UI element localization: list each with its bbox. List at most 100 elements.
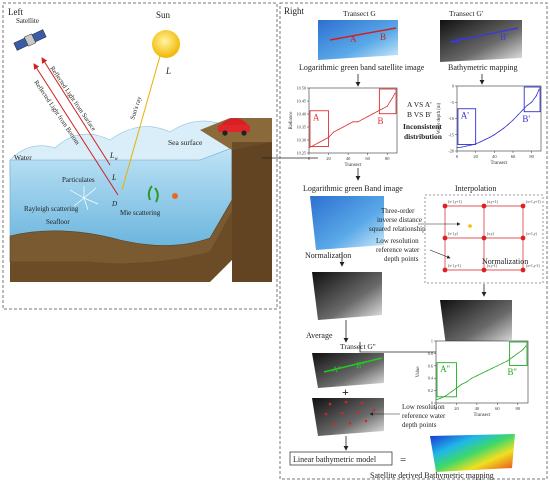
lowres-line3: depth points <box>384 255 419 263</box>
data-point <box>498 131 500 132</box>
grid-point <box>442 235 448 241</box>
y-tick-label: -10 <box>448 116 454 121</box>
sea-surface-label: Sea surface <box>168 138 203 147</box>
y-tick-label: 1 <box>431 339 433 344</box>
satellite-icon <box>13 29 47 51</box>
data-point <box>526 105 528 106</box>
y-tick-label: 0.2 <box>428 388 433 393</box>
idw-line2: inverse distance <box>377 216 422 224</box>
sun-ray-label: Sun's ray <box>129 95 143 120</box>
highlight-A <box>309 110 330 147</box>
y-tick-label: 10.25 <box>297 151 306 156</box>
highlight-B <box>378 88 397 115</box>
x-tick-label: 60 <box>511 154 516 159</box>
reflected-surface-label: Reflected Light from Surface <box>48 65 97 132</box>
interp-box <box>424 194 544 284</box>
y-tick-label: -15 <box>448 132 454 137</box>
grid-point-label: (x-1,y+1) <box>448 200 463 205</box>
grid-point-label: (x-1,y) <box>448 232 459 237</box>
data-point <box>313 144 315 146</box>
data-point <box>525 345 527 347</box>
data-point <box>456 147 458 149</box>
grid-point-label: (x,y) <box>487 232 495 237</box>
lowres-dot <box>372 408 376 412</box>
chart-frame <box>435 340 529 404</box>
y-tick-label: 0 <box>431 401 433 406</box>
data-point <box>489 136 491 138</box>
lowres-dot <box>364 419 368 423</box>
highlight-B <box>523 86 541 113</box>
data-point <box>381 108 383 110</box>
y-axis-label: Value <box>416 367 421 378</box>
y-tick-label: -5 <box>451 100 455 105</box>
seaweed-icon <box>147 185 178 203</box>
transect-gp-image <box>440 20 522 62</box>
x-tick-label: 80 <box>529 154 534 159</box>
L-label: L <box>165 66 171 76</box>
x-tick-label: 20 <box>326 156 331 161</box>
y-tick-label: 10.40 <box>297 112 306 117</box>
interp-grid: (x-1,y+1)(x,y+1)(x+1,y+1)(x-1,y)(x,y)(x+… <box>442 200 541 273</box>
lowres-dot <box>340 411 344 415</box>
lowres-dot <box>360 401 364 405</box>
data-point <box>471 377 473 379</box>
grid-point-label: (x,y+1) <box>487 200 499 205</box>
x-tick-label: 20 <box>473 154 478 159</box>
data-point <box>386 105 388 107</box>
x-tick-label: 40 <box>492 154 497 159</box>
grid-point-label: (x+1,y+1) <box>526 200 541 205</box>
data-point <box>484 139 486 141</box>
transect-gdp-line <box>323 357 383 373</box>
grid-point <box>520 267 526 273</box>
linear-model-label: Linear bathymetric model <box>293 455 377 464</box>
lowres-dot <box>324 412 328 416</box>
transect-gdp-label: Transect G'' <box>340 342 376 351</box>
transect-gdp-image <box>312 353 384 388</box>
rayleigh-label: Rayleigh scattering <box>24 205 79 213</box>
data-point <box>445 395 447 397</box>
highlight-B <box>509 341 528 367</box>
data-point <box>435 399 437 401</box>
transect-gp-label: Transect G' <box>449 9 484 18</box>
data-point <box>503 127 505 129</box>
reflected-bottom-ray <box>33 63 119 196</box>
x-axis-label: Transect <box>473 413 491 418</box>
data-point <box>493 134 495 136</box>
right-panel-border <box>279 2 548 480</box>
grid-point-label: (x,y-1) <box>487 264 498 269</box>
left-panel-title: Left <box>8 7 23 17</box>
data-point <box>394 92 396 94</box>
reflected-bottom-label: Reflected Light from Bottom <box>32 79 80 146</box>
y-tick-label: -20 <box>448 149 454 154</box>
normalization-left: Normalization <box>305 251 351 260</box>
transect-gdp-A: A'' <box>332 365 341 374</box>
scatter-burst <box>69 186 99 211</box>
plus-sign: + <box>342 385 349 399</box>
y-tick-label: 10.45 <box>297 99 306 104</box>
car-icon <box>218 118 250 136</box>
x-axis-label: Transect <box>490 161 508 166</box>
transect-gp-B: B' <box>500 32 508 42</box>
grid-point-label: (x-1,y-1) <box>448 264 462 269</box>
interpolation-label: Interpolation <box>455 184 496 193</box>
x-tick-label: 0 <box>308 156 311 161</box>
data-point <box>466 381 468 383</box>
right-panel-title: Right <box>284 6 305 16</box>
grid-point <box>481 267 487 273</box>
sdb-caption: Satellite derived Bathymetric mapping <box>370 471 494 480</box>
x-tick-label: 80 <box>385 156 390 161</box>
y-tick-label: 0.4 <box>428 376 434 381</box>
x-tick-label: 80 <box>516 406 521 411</box>
data-point <box>461 383 463 385</box>
lowres-image <box>312 398 384 436</box>
data-point <box>308 147 310 149</box>
chart-frame <box>308 87 398 154</box>
transect-gdp-B: B'' <box>356 361 365 370</box>
transect-g-line <box>329 27 397 41</box>
data-point <box>352 121 354 123</box>
inconsistent-line1: Inconsistent <box>403 122 442 131</box>
